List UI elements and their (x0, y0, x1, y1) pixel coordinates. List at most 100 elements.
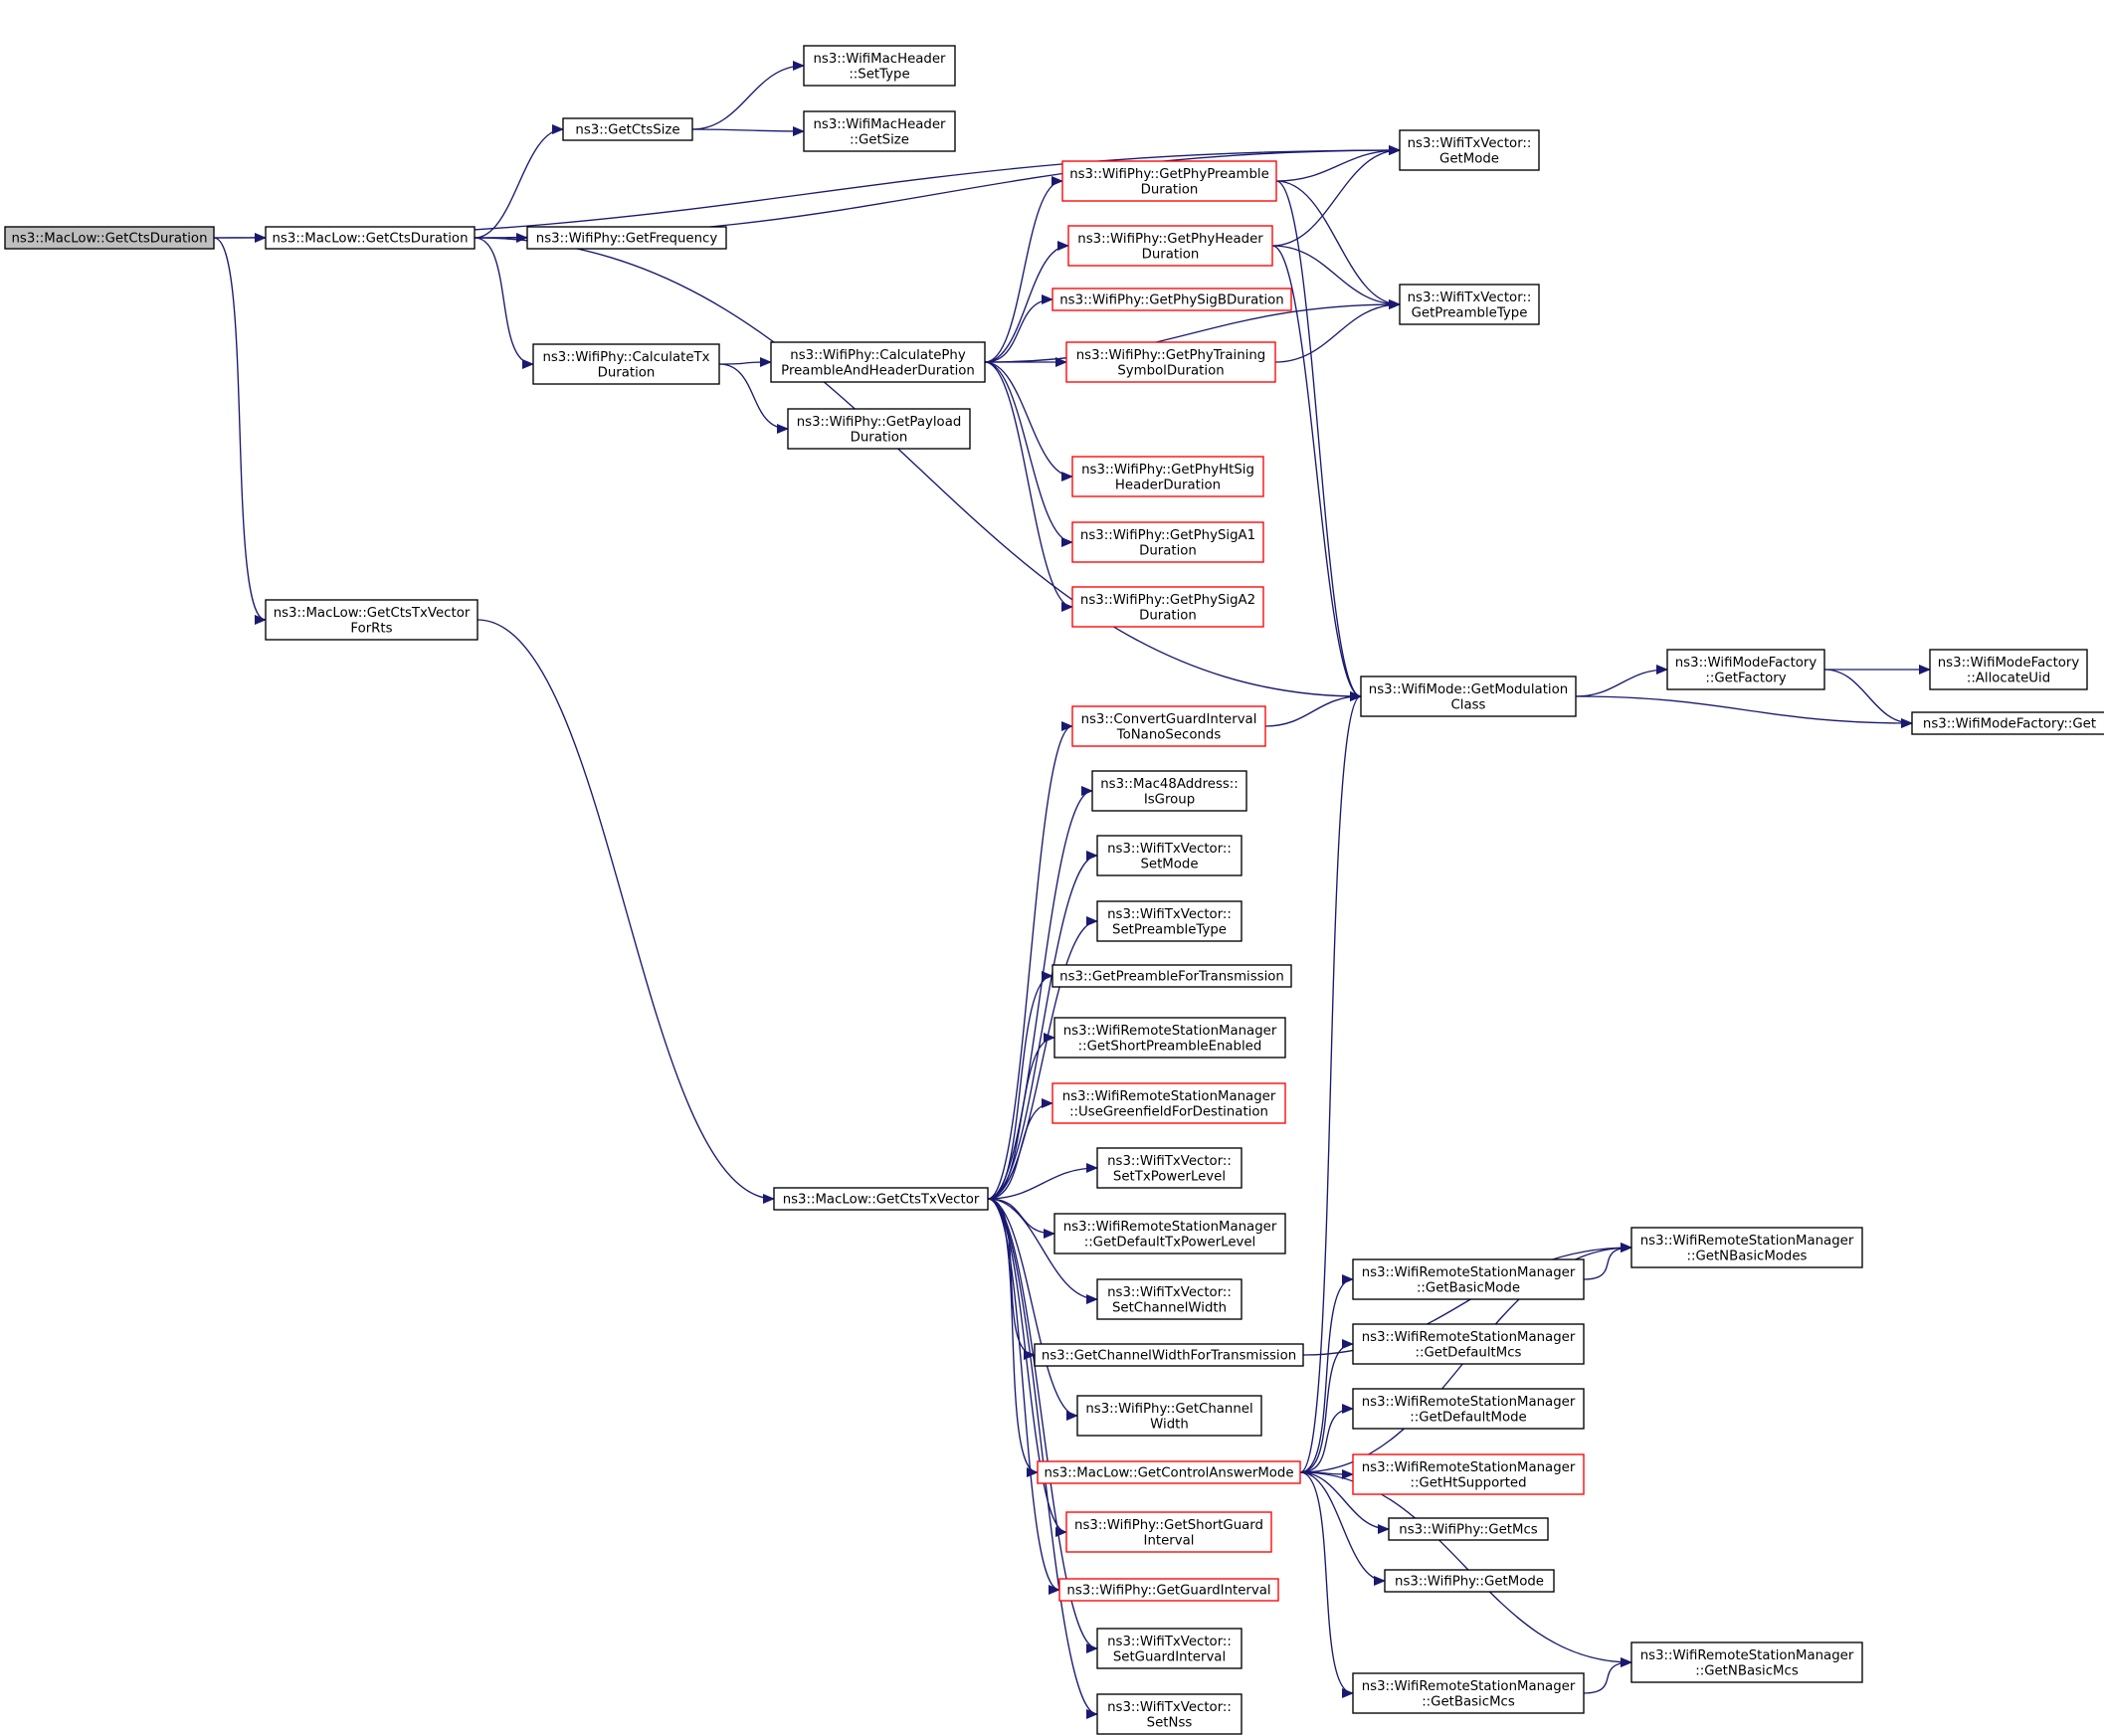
function-node[interactable]: ns3::WifiTxVector::SetMode (1096, 835, 1243, 876)
function-node[interactable]: ns3::WifiPhy::GetFrequency (526, 226, 727, 250)
function-node[interactable]: ns3::WifiRemoteStationManager::GetNBasic… (1630, 1641, 1863, 1683)
function-node[interactable]: ns3::GetChannelWidthForTransmission (1034, 1343, 1304, 1367)
node-label-line: GetPreambleType (1412, 305, 1528, 320)
node-label-line: ns3::WifiRemoteStationManager (1063, 1024, 1277, 1039)
node-label-line: ::GetNBasicModes (1687, 1249, 1808, 1263)
root-node: ns3::MacLow::GetCtsDuration (4, 226, 215, 250)
function-node[interactable]: ns3::WifiMacHeader::GetSize (803, 110, 956, 152)
node-label-line: ns3::WifiRemoteStationManager (1063, 1220, 1277, 1235)
edge-line (718, 357, 772, 368)
node-box (1929, 649, 2088, 690)
function-node[interactable]: ns3::WifiPhy::GetGuardInterval (1058, 1578, 1279, 1602)
function-node[interactable]: ns3::WifiModeFactory::AllocateUid (1929, 649, 2088, 690)
node-label-line: ns3::WifiMacHeader (813, 52, 946, 67)
node-box (1352, 1323, 1585, 1365)
function-node[interactable]: ns3::WifiRemoteStationManager::GetDefaul… (1352, 1388, 1585, 1430)
node-box (1052, 964, 1292, 988)
function-node[interactable]: ns3::WifiTxVector::SetGuardInterval (1096, 1628, 1243, 1669)
node-label-line: ::GetDefaultTxPowerLevel (1084, 1235, 1256, 1250)
call-edge-n2-n20 (474, 237, 1362, 701)
edge-line (987, 1163, 1098, 1200)
function-node[interactable]: ns3::WifiPhy::GetPhySigBDuration (1052, 288, 1292, 311)
function-node[interactable]: ns3::GetCtsSize (562, 117, 693, 141)
function-node[interactable]: ns3::WifiMacHeader::SetType (803, 45, 956, 87)
function-node[interactable]: ns3::WifiTxVector::GetMode (1399, 129, 1540, 171)
node-box (1052, 1082, 1286, 1124)
node-label-line: ns3::WifiPhy::GetShortGuard (1074, 1518, 1263, 1533)
function-node[interactable]: ns3::GetPreambleForTransmission (1052, 964, 1292, 988)
node-label-line: ns3::WifiPhy::GetPhyHeader (1077, 232, 1263, 247)
call-edge-n31-n24 (987, 721, 1073, 1200)
function-node[interactable]: ns3::MacLow::GetCtsDuration (265, 226, 476, 250)
function-node[interactable]: ns3::MacLow::GetCtsTxVector (773, 1187, 989, 1211)
call-edge-n9-n15 (984, 361, 1073, 482)
edge-line (984, 361, 1073, 612)
node-box (1076, 1395, 1262, 1437)
function-node[interactable]: ns3::Mac48Address::IsGroup (1091, 770, 1247, 812)
function-node[interactable]: ns3::WifiPhy::CalculatePhyPreambleAndHea… (770, 341, 986, 383)
node-label-line: ns3::WifiRemoteStationManager (1362, 1330, 1576, 1345)
function-node[interactable]: ns3::WifiPhy::GetMode (1384, 1569, 1555, 1593)
edge-line (477, 619, 775, 1204)
function-node[interactable]: ns3::WifiRemoteStationManager::UseGreenf… (1052, 1082, 1286, 1124)
node-box (1630, 1227, 1863, 1268)
edge-line (1583, 1243, 1632, 1280)
node-label-line: SetMode (1140, 857, 1198, 871)
node-box (1096, 1693, 1243, 1735)
call-edge-n12-n18 (1271, 145, 1401, 247)
node-label-line: SetChannelWidth (1112, 1300, 1227, 1315)
function-node[interactable]: ns3::WifiRemoteStationManager::GetShortP… (1053, 1017, 1286, 1059)
edge-line (213, 237, 267, 625)
function-node[interactable]: ns3::MacLow::GetControlAnswerMode (1037, 1460, 1301, 1484)
node-label-line: Duration (598, 365, 656, 380)
function-node[interactable]: ns3::WifiRemoteStationManager::GetHtSupp… (1352, 1453, 1585, 1495)
function-node[interactable]: ns3::WifiRemoteStationManager::GetNBasic… (1630, 1227, 1863, 1268)
node-label-line: ns3::WifiPhy::GetGuardInterval (1066, 1584, 1270, 1599)
function-node[interactable]: ns3::WifiRemoteStationManager::GetDefaul… (1352, 1323, 1585, 1365)
function-node[interactable]: ns3::WifiModeFactory::Get (1911, 711, 2104, 735)
function-node[interactable]: ns3::WifiTxVector::SetPreambleType (1096, 900, 1243, 942)
node-label-line: ns3::GetCtsSize (575, 123, 679, 138)
node-label-line: ns3::WifiTxVector:: (1107, 1285, 1232, 1300)
node-label-line: ns3::WifiPhy::GetPhyTraining (1076, 348, 1266, 363)
function-node[interactable]: ns3::WifiTxVector::GetPreambleType (1399, 284, 1540, 325)
function-node[interactable]: ns3::WifiPhy::GetMcs (1388, 1517, 1549, 1541)
node-label-line: Interval (1144, 1533, 1195, 1548)
node-label-line: ns3::WifiTxVector:: (1408, 136, 1532, 151)
call-edge-n31-n35 (987, 1198, 1036, 1360)
edge-line (474, 237, 534, 369)
node-box (1071, 456, 1264, 497)
edge-line (987, 971, 1053, 1200)
edge-line (1299, 1274, 1354, 1473)
edge-line (987, 786, 1093, 1200)
edge-line (691, 61, 805, 130)
function-node[interactable]: ns3::WifiRemoteStationManager::GetBasicM… (1352, 1258, 1585, 1300)
node-box (803, 45, 956, 87)
call-edge-n31-n29 (987, 1033, 1055, 1200)
function-node[interactable]: ns3::WifiTxVector::SetTxPowerLevel (1096, 1147, 1243, 1189)
edge-line (1274, 299, 1401, 363)
function-node[interactable]: ns3::WifiTxVector::SetNss (1096, 1693, 1243, 1735)
call-edge-n50-n49 (1583, 1657, 1632, 1694)
edge-line (987, 1198, 1078, 1421)
edge-line (987, 1198, 1098, 1653)
function-node[interactable]: ns3::WifiPhy::GetPhyTrainingSymbolDurati… (1065, 341, 1276, 383)
node-label-line: ns3::WifiPhy::GetPhyPreamble (1069, 167, 1269, 182)
function-node[interactable]: ns3::WifiRemoteStationManager::GetDefaul… (1053, 1213, 1286, 1254)
function-node[interactable]: ns3::WifiTxVector::SetChannelWidth (1096, 1278, 1243, 1320)
function-node[interactable]: ns3::WifiRemoteStationManager::GetBasicM… (1352, 1672, 1585, 1714)
function-node[interactable]: ns3::WifiModeFactory::GetFactory (1666, 649, 1825, 690)
node-box (265, 599, 478, 641)
function-node[interactable]: ns3::WifiPhy::GetChannelWidth (1076, 1395, 1262, 1437)
